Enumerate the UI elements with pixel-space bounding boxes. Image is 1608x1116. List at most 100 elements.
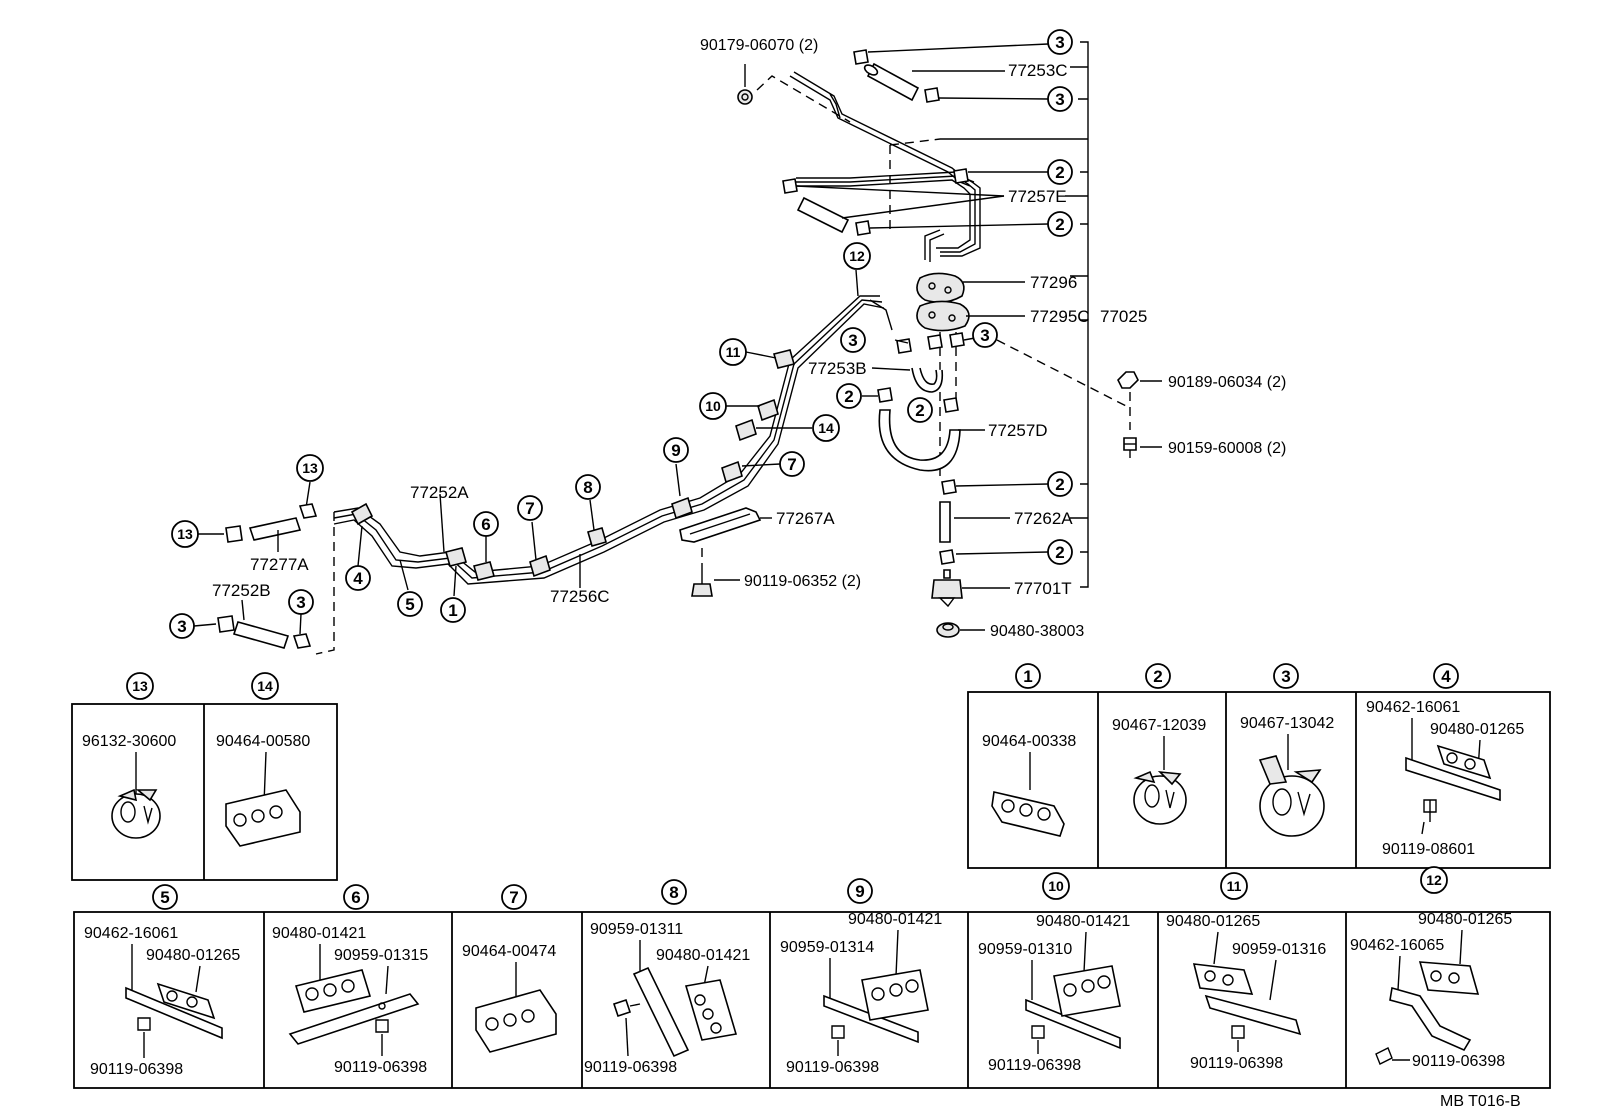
svg-text:11: 11 [1227,878,1242,894]
ref-circle-13: 13 [126,672,154,700]
ref-circle-2: 2 [907,397,933,423]
svg-text:4: 4 [353,569,363,588]
panel-group-13-14: 13 14 96132-30600 90464-00580 [71,672,338,881]
clamp-part [475,989,557,1053]
svg-text:12: 12 [849,248,865,264]
ref-circle-6: 6 [473,511,499,537]
svg-text:11: 11 [726,344,741,360]
tube-part [248,517,302,541]
ref-circle-2: 2 [1145,663,1171,689]
callout-90179: 90179-06070 (2) [700,37,818,54]
part-90959-01315: 90959-01315 [334,947,428,964]
part-90119-06398: 90119-06398 [334,1059,427,1076]
callout-77253B: 77253B [808,359,867,378]
part-90480-01421: 90480-01421 [272,925,366,942]
part-90480-01265: 90480-01265 [146,947,240,964]
part-90464-00338: 90464-00338 [982,733,1076,750]
panel-group-5-12: 5 6 7 8 9 10 11 12 [73,866,1551,1089]
callout-77257E: 77257E [1008,187,1067,206]
part-90464-00580: 90464-00580 [216,733,310,750]
part-90959-01311: 90959-01311 [590,921,683,938]
svg-text:5: 5 [160,888,169,907]
callout-77277A: 77277A [250,555,309,574]
ref-circle-4: 4 [345,565,371,591]
svg-text:9: 9 [855,882,864,901]
callout-77701T: 77701T [1014,579,1072,598]
bracket-clamp-part [612,966,738,1058]
svg-text:2: 2 [844,387,853,406]
ref-circle-11: 11 [719,338,747,366]
part-90467-13042: 90467-13042 [1240,715,1334,732]
ref-circle-14: 14 [812,414,840,442]
svg-text:14: 14 [257,678,273,694]
svg-text:13: 13 [177,526,193,542]
ref-circle-7: 7 [517,495,543,521]
svg-text:2: 2 [1055,215,1064,234]
callout-77252A: 77252A [410,483,469,502]
panel-group-1-4: 1 2 3 4 90464-00338 90467-12039 [967,663,1551,869]
svg-text:2: 2 [1153,667,1162,686]
svg-text:6: 6 [481,515,490,534]
svg-text:3: 3 [1055,90,1064,109]
svg-text:3: 3 [1055,33,1064,52]
ref-circle-5: 5 [152,884,178,910]
svg-text:8: 8 [669,883,678,902]
svg-text:3: 3 [980,326,989,345]
ref-circle-3: 3 [1273,663,1299,689]
part-90480-01265: 90480-01265 [1430,721,1524,738]
part-90959-01314: 90959-01314 [780,939,874,956]
clamp-part [1258,755,1325,837]
grommet-plate-part [916,300,970,332]
part-90119-06398: 90119-06398 [1412,1053,1505,1070]
grommet-plate-part [916,272,965,304]
callout-77257D: 77257D [988,421,1048,440]
bracket-part [679,507,762,543]
svg-text:2: 2 [1055,543,1064,562]
svg-text:1: 1 [448,601,457,620]
ref-circle-2: 2 [1047,539,1073,565]
part-90480-01421: 90480-01421 [848,911,942,928]
part-90462-16061: 90462-16061 [1366,699,1460,716]
ref-circle-2: 2 [836,383,862,409]
ref-circle-14: 14 [251,672,279,700]
ref-circle-8: 8 [661,879,687,905]
ref-circle-4: 4 [1433,663,1459,689]
part-90480-01265: 90480-01265 [1418,911,1512,928]
part-90480-01421: 90480-01421 [1036,913,1130,930]
svg-text:3: 3 [177,617,186,636]
bracket-clamp-part [288,969,420,1045]
ref-circle-3: 3 [288,589,314,615]
clip-part [1117,371,1139,389]
part-90119-08601: 90119-08601 [1382,841,1475,858]
part-90480-01421: 90480-01421 [656,947,750,964]
ref-circle-7: 7 [501,884,527,910]
callout-90159: 90159-60008 (2) [1168,440,1286,457]
part-90119-06398: 90119-06398 [584,1059,677,1076]
ref-circle-7: 7 [779,451,805,477]
part-90959-01316: 90959-01316 [1232,941,1326,958]
ref-circle-8: 8 [575,474,601,500]
svg-text:8: 8 [583,478,592,497]
ref-circle-2: 2 [1047,159,1073,185]
hose-part [796,196,850,234]
clamp-part [111,788,161,839]
ref-circle-9: 9 [663,437,689,463]
svg-text:3: 3 [1281,667,1290,686]
bracket-clamp-part [1405,744,1501,822]
ref-circle-12: 12 [1420,866,1448,894]
svg-text:13: 13 [132,678,148,694]
hose-part [863,62,920,102]
upper-assembly: 90179-06070 (2) 77253C 3 3 [700,29,1286,640]
svg-text:2: 2 [1055,163,1064,182]
callout-77296: 77296 [1030,273,1077,292]
ref-circle-3: 3 [1047,29,1073,55]
part-90119-06398: 90119-06398 [1190,1055,1283,1072]
grommet-part [936,622,960,638]
ref-circle-5: 5 [397,591,423,617]
callout-77267A: 77267A [776,509,835,528]
ref-circle-1: 1 [440,597,466,623]
callout-77252B: 77252B [212,581,271,600]
ref-circle-2: 2 [1047,471,1073,497]
part-90119-06398: 90119-06398 [988,1057,1081,1074]
